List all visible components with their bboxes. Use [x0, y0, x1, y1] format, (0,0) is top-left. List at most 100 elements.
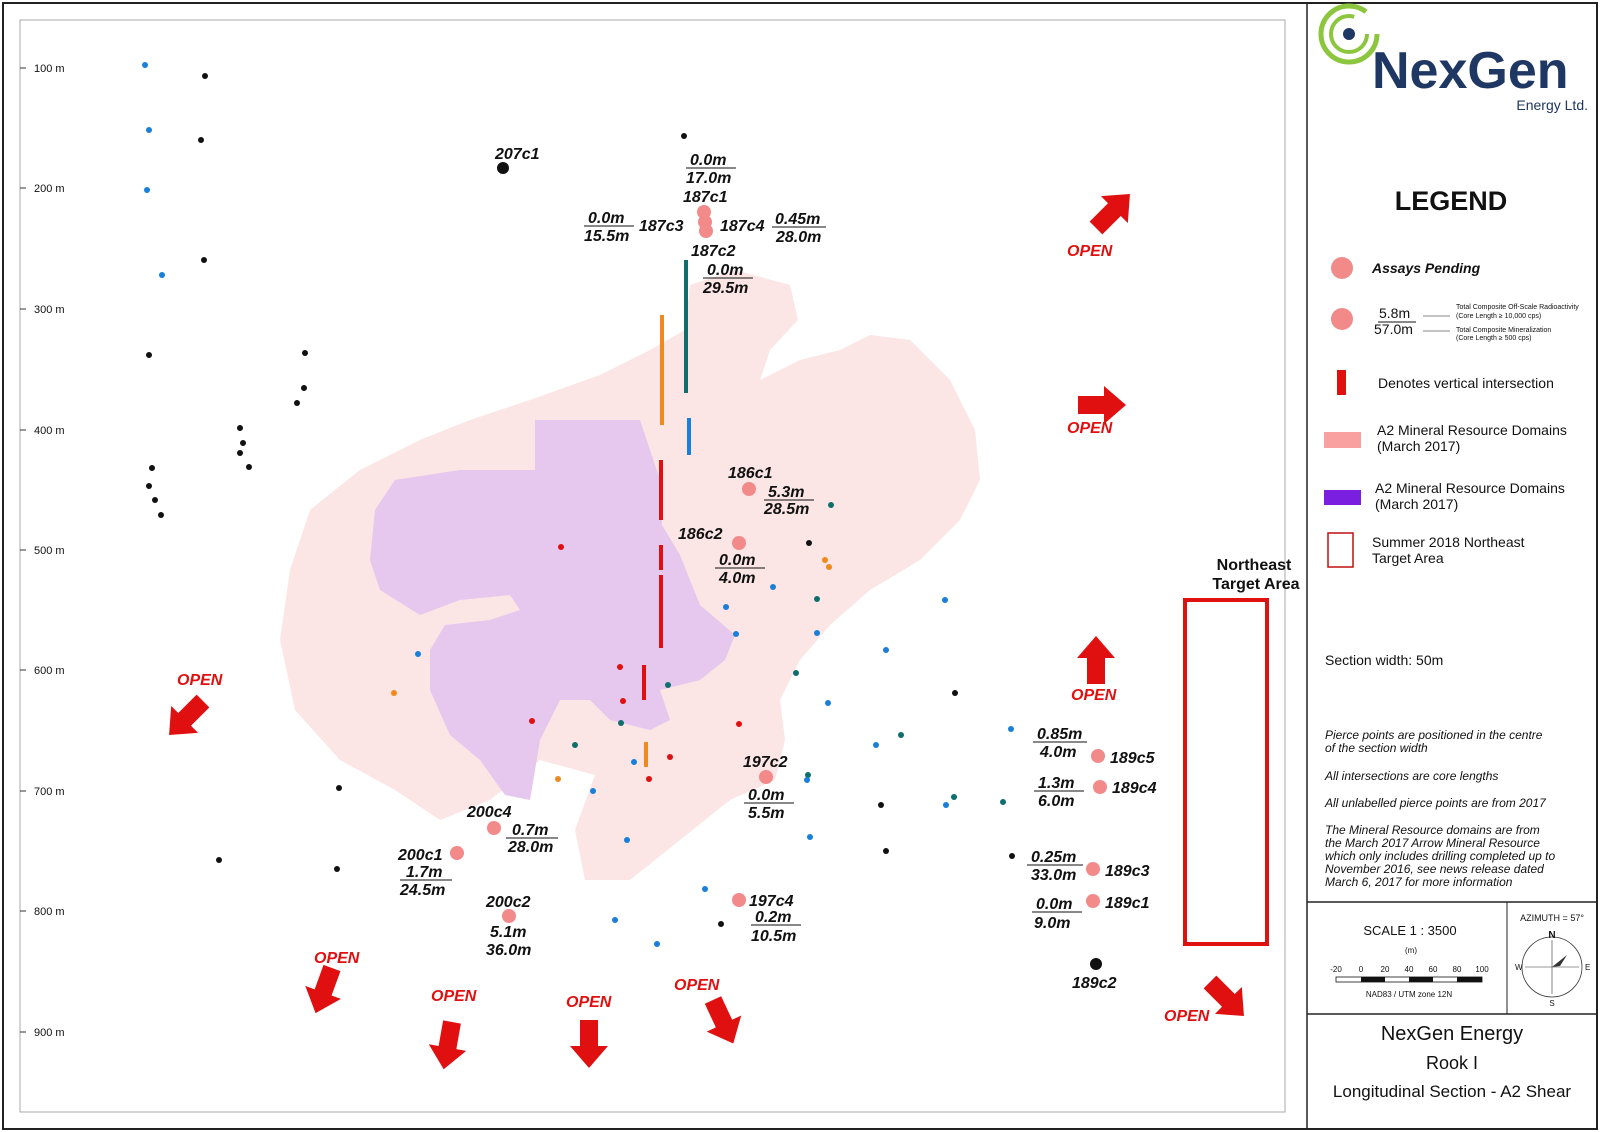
assay-pending-point	[732, 893, 746, 907]
logo: NexGen Energy Ltd.	[1318, 3, 1588, 113]
hole-value-bottom: 17.0m	[686, 170, 731, 187]
legend-sample-top-desc: (Core Length ≥ 10,000 cps)	[1456, 313, 1541, 320]
hole-value-top: 0.0m	[690, 152, 726, 169]
title-section: Longitudinal Section - A2 Shear	[1333, 1082, 1572, 1101]
open-label: OPEN	[1164, 1008, 1210, 1025]
depth-axis: 100 m 200 m 300 m 400 m 500 m 600 m 700 …	[20, 63, 65, 1039]
hole-id: 200c4	[466, 804, 512, 821]
depth-label: 300 m	[34, 304, 65, 316]
scale-tick: 20	[1381, 965, 1390, 974]
assay-pending-point	[450, 846, 464, 860]
title-block: NexGen Energy Rook I Longitudinal Sectio…	[1333, 1023, 1572, 1101]
note-line: All intersections are core lengths	[1324, 769, 1498, 783]
hole-value-top: 0.2m	[755, 909, 791, 926]
hole-id: 207c1	[494, 146, 540, 163]
hole-id: 200c2	[485, 894, 531, 911]
hole-id: 189c3	[1105, 863, 1150, 880]
hole-id: 197c2	[743, 754, 788, 771]
section-width: Section width: 50m	[1325, 652, 1443, 668]
target-area-label: Target Area	[1212, 576, 1299, 593]
legend-domain2: A2 Mineral Resource Domains	[1375, 480, 1565, 496]
legend-sample-bottom-desc: (Core Length ≥ 500 cps)	[1456, 335, 1531, 342]
depth-label: 500 m	[34, 545, 65, 557]
note-line: All unlabelled pierce points are from 20…	[1324, 796, 1547, 810]
assay-pending-point	[1086, 862, 1100, 876]
hole-id: 187c3	[639, 218, 684, 235]
legend-domain1: A2 Mineral Resource Domains	[1377, 422, 1567, 438]
open-label: OPEN	[1067, 420, 1113, 437]
north-arrow: AZIMUTH = 57° N S E W	[1515, 913, 1590, 1008]
hole-187c3: 0.0m 15.5m 187c3	[584, 210, 712, 245]
hole-value-top: 0.25m	[1031, 849, 1076, 866]
depth-label: 700 m	[34, 786, 65, 798]
hole-value-top: 0.0m	[707, 262, 743, 279]
scale-bar: SCALE 1 : 3500 (m) -20 0 20 40 60 80 100…	[1330, 923, 1489, 999]
resource-domain-dark	[370, 420, 735, 800]
hole-189c4: 1.3m 6.0m 189c4	[1034, 775, 1157, 810]
open-arrow-icon	[1082, 180, 1144, 242]
scale-tick: 100	[1475, 965, 1489, 974]
hole-id: 197c4	[749, 893, 794, 910]
depth-label: 900 m	[34, 1027, 65, 1039]
hole-value-bottom: 9.0m	[1034, 915, 1070, 932]
hole-id: 187c4	[720, 218, 765, 235]
hole-id: 189c5	[1110, 750, 1156, 767]
scale-tick: 80	[1453, 965, 1462, 974]
open-arrow-icon	[297, 961, 350, 1020]
open-arrow-icon	[1078, 386, 1126, 424]
unlabelled-pierce-points	[142, 62, 1015, 947]
note-line: Pierce points are positioned in the cent…	[1325, 728, 1543, 742]
hole-value-bottom: 28.5m	[763, 501, 809, 518]
assay-pending-point	[742, 482, 756, 496]
hole-value-top: 0.7m	[512, 822, 548, 839]
open-label: OPEN	[1071, 687, 1117, 704]
scale-tick: 60	[1429, 965, 1438, 974]
target-area-symbol	[1327, 532, 1354, 568]
legend: LEGEND Assays Pending 5.8m 57.0m Total C…	[1324, 186, 1579, 568]
legend-sample-top: 5.8m	[1379, 305, 1410, 321]
legend-vertical: Denotes vertical intersection	[1378, 375, 1554, 391]
legend-sample-top-desc: Total Composite Off-Scale Radioactivity	[1456, 304, 1579, 311]
hole-value-top: 0.85m	[1037, 726, 1082, 743]
assay-pending-point	[759, 770, 773, 784]
hole-value-bottom: 28.0m	[507, 839, 553, 856]
assay-pending-point	[1086, 894, 1100, 908]
open-arrow-icon	[570, 1020, 608, 1068]
open-arrow-icon	[1077, 636, 1115, 684]
hole-value-bottom: 4.0m	[1039, 744, 1076, 761]
open-arrow-icon	[424, 1018, 471, 1073]
hole-id: 186c1	[728, 465, 773, 482]
domain-dark-swatch	[1324, 490, 1361, 505]
assay-pending-point	[699, 224, 713, 238]
hole-id: 189c2	[1072, 975, 1117, 992]
depth-label: 100 m	[34, 63, 65, 75]
hole-id: 187c1	[683, 189, 728, 206]
open-arrow-icon	[155, 687, 217, 749]
depth-label: 600 m	[34, 665, 65, 677]
target-area-box	[1183, 598, 1269, 946]
assay-pending-symbol	[1331, 257, 1353, 279]
open-arrow-icon	[695, 991, 751, 1052]
hole-187c1: 0.0m 17.0m 187c1	[683, 152, 736, 219]
hole-187c2: 187c2 0.0m 29.5m	[691, 243, 753, 297]
note-line: which only includes drilling completed u…	[1325, 849, 1555, 863]
hole-value-bottom: 28.0m	[775, 229, 821, 246]
title-company: NexGen Energy	[1381, 1023, 1523, 1045]
assay-pending-point	[1091, 749, 1105, 763]
legend-domain1: (March 2017)	[1377, 438, 1460, 454]
depth-label: 400 m	[34, 425, 65, 437]
mineralization-symbol	[1331, 308, 1353, 330]
vertical-intersection-symbol	[1337, 370, 1346, 395]
compass-n: N	[1548, 930, 1555, 941]
hole-186c2: 186c2 0.0m 4.0m	[678, 526, 765, 587]
hole-189c1: 0.0m 9.0m 189c1	[1032, 894, 1150, 932]
legend-title: LEGEND	[1395, 186, 1508, 216]
hole-value-top: 1.3m	[1038, 775, 1074, 792]
open-label: OPEN	[431, 988, 477, 1005]
assay-pending-point	[732, 536, 746, 550]
hole-id: 187c2	[691, 243, 736, 260]
hole-197c2: 197c2 0.0m 5.5m	[743, 754, 794, 822]
hole-200c2: 200c2 5.1m 36.0m	[485, 894, 531, 959]
